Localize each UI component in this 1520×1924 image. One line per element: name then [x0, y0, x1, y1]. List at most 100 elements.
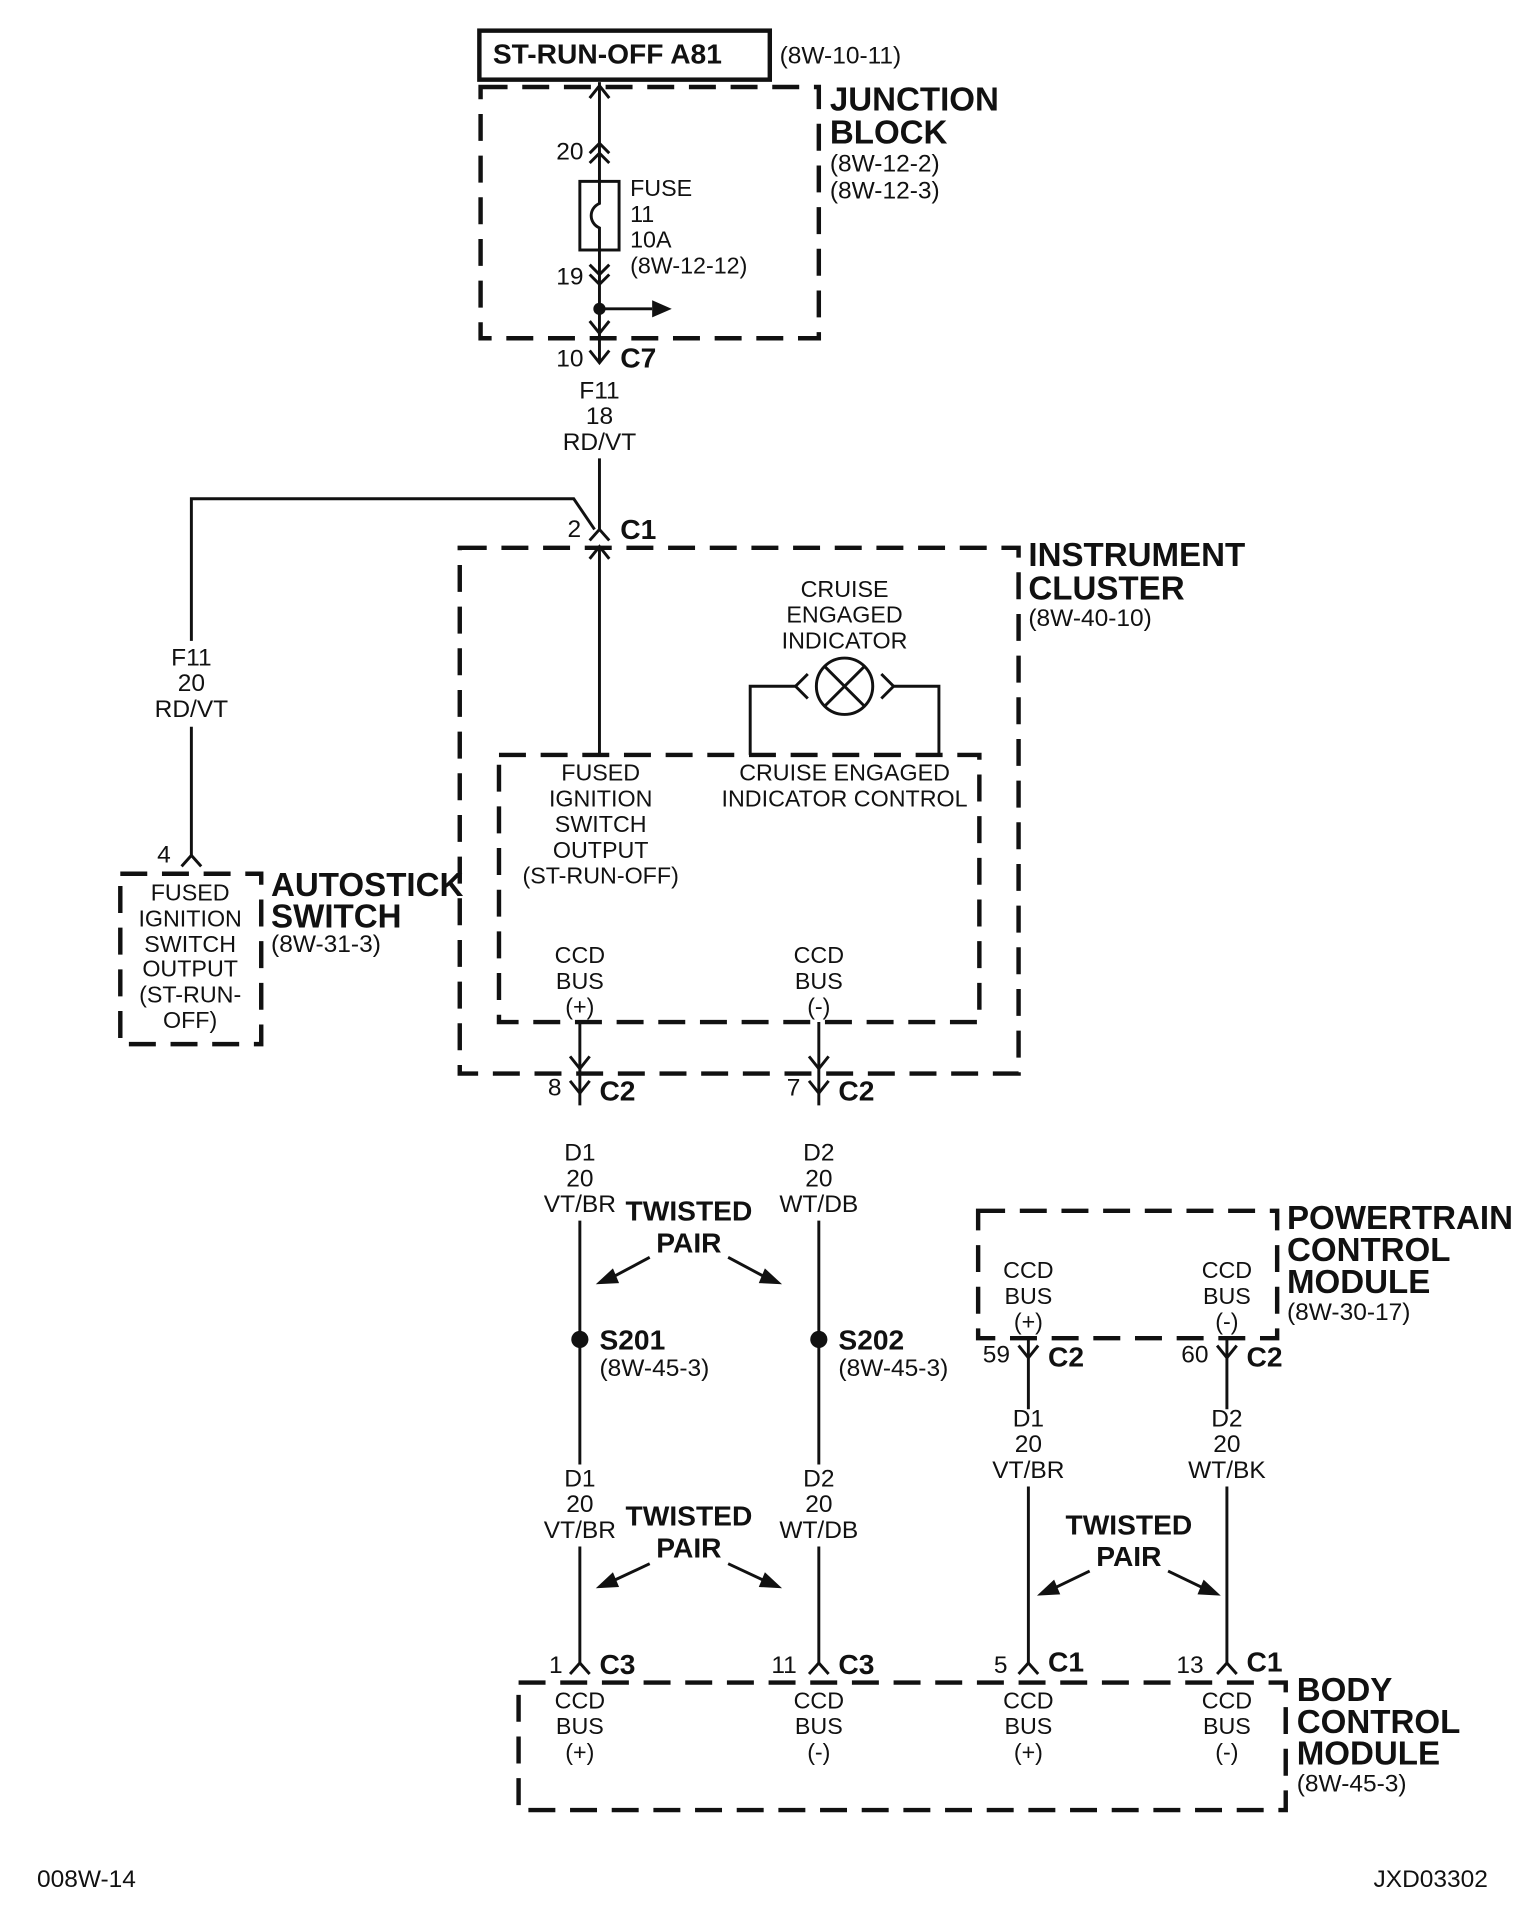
ic-control-line: INDICATOR CONTROL — [722, 785, 968, 811]
bcm-bus-line: (+) — [565, 1739, 594, 1765]
splice-s201-name: S201 — [599, 1323, 665, 1355]
bcm-ref: (8W-45-3) — [1297, 1771, 1407, 1798]
instrument-cluster-title: INSTRUMENT — [1028, 537, 1245, 574]
wire-pcm-d1-circuit: D1 — [1013, 1405, 1044, 1432]
footer-right-id: JXD03302 — [1374, 1866, 1488, 1893]
pcm-title-2: CONTROL — [1287, 1232, 1451, 1269]
pcm-bus-pos-line: BUS — [1004, 1283, 1052, 1309]
circuit-name: ST-RUN-OFF A81 — [493, 38, 722, 70]
autostick-line: FUSED — [151, 880, 230, 906]
fuse-icon — [578, 179, 621, 252]
pcm-bus-neg-line: CCD — [1202, 1257, 1252, 1283]
indicator-label: INDICATOR — [782, 627, 908, 653]
bcm-bus-line: (-) — [1215, 1739, 1238, 1765]
ic-fuse-out-line: OUTPUT — [553, 837, 649, 863]
c2-pcm-pos-pin: 59 — [983, 1342, 1010, 1369]
c2-pcm-pos-name: C2 — [1048, 1340, 1084, 1372]
ic-fuse-out-line: FUSED — [561, 760, 640, 786]
ic-fuse-out-line: IGNITION — [549, 785, 652, 811]
twisted-pair-label: PAIR — [656, 1226, 721, 1258]
fuse-pin-in: 20 — [556, 138, 583, 165]
pcm-ref: (8W-30-17) — [1287, 1299, 1410, 1326]
ic-bus-neg-line: CCD — [794, 942, 844, 968]
ic-bus-neg-line: (-) — [807, 994, 830, 1020]
twisted-pair-label: PAIR — [656, 1532, 721, 1564]
autostick-line: OFF) — [163, 1007, 217, 1033]
bcm-conn-name: C1 — [1247, 1646, 1283, 1678]
wire-left-color: RD/VT — [155, 696, 229, 723]
connector-c1-neg-icon — [1216, 1660, 1238, 1675]
bcm-conn-name: C1 — [1048, 1646, 1084, 1678]
wire-d2-upper-gauge: 20 — [805, 1165, 832, 1192]
circuit-ref: (8W-10-11) — [780, 43, 902, 70]
twisted-pair-label: TWISTED — [626, 1195, 753, 1227]
autostick-line: (ST-RUN- — [139, 981, 241, 1007]
c2-ic-pos-name: C2 — [599, 1074, 635, 1106]
wire-pcm-d2-color: WT/BK — [1188, 1457, 1266, 1484]
wire-top-gauge: 18 — [586, 403, 613, 430]
c2-pcm-neg-name: C2 — [1247, 1340, 1283, 1372]
bcm-bus-line: BUS — [795, 1713, 843, 1739]
pcm-bus-pos-line: (+) — [1014, 1309, 1043, 1335]
ic-control-line: CRUISE ENGAGED — [739, 760, 950, 786]
wire-pcm-d1-color: VT/BR — [992, 1457, 1064, 1484]
splice-s202-icon — [810, 1330, 828, 1349]
splice-s201-icon — [571, 1330, 589, 1349]
c2-pcm-neg-pin: 60 — [1181, 1342, 1208, 1369]
fuse-label: FUSE — [630, 175, 692, 201]
ic-bus-neg-line: BUS — [795, 968, 843, 994]
twisted-pair-label: PAIR — [1096, 1540, 1161, 1572]
fuse-pin-out: 19 — [556, 263, 583, 290]
bcm-bus-line: CCD — [1202, 1687, 1252, 1713]
bcm-conn-pin: 1 — [549, 1652, 563, 1679]
wire-left-circuit: F11 — [171, 644, 211, 671]
arrow-right-icon — [758, 1268, 783, 1285]
arrow-left-icon — [595, 1572, 620, 1589]
autostick-line: IGNITION — [138, 905, 241, 931]
fuse-rating: 10A — [630, 227, 672, 253]
bcm-conn-name: C3 — [599, 1648, 635, 1680]
wire-pcm-d1-gauge: 20 — [1015, 1431, 1042, 1458]
c2-ic-neg-name: C2 — [838, 1074, 874, 1106]
body-control-module: CCD BUS (+) CCD BUS (-) CCD BUS (+) CCD … — [516, 1680, 1288, 1813]
wire-top-circuit: F11 — [579, 377, 619, 404]
autostick-switch: FUSED IGNITION SWITCH OUTPUT (ST-RUN- OF… — [118, 871, 264, 1047]
connector-c2-pcm-neg-icon — [1215, 1344, 1238, 1361]
arrow-left-icon — [595, 1268, 620, 1285]
lamp-icon — [814, 656, 875, 716]
autostick-line: OUTPUT — [142, 956, 238, 982]
connector-c2-ic-neg-icon — [807, 1079, 830, 1096]
pcm-bus-neg-line: (-) — [1215, 1309, 1238, 1335]
autostick-ref: (8W-31-3) — [271, 931, 381, 958]
pcm-bus-neg-line: BUS — [1203, 1283, 1251, 1309]
wire-d2-lower-color: WT/DB — [779, 1517, 858, 1544]
arrow-right-icon — [652, 300, 672, 318]
c7-name: C7 — [620, 342, 656, 374]
autostick-line: SWITCH — [144, 931, 236, 957]
arrow-left-icon — [1036, 1579, 1061, 1596]
bcm-bus-line: (+) — [1014, 1739, 1043, 1765]
wire-d2-upper-circuit: D2 — [803, 1140, 834, 1167]
autostick-pin: 4 — [157, 842, 171, 869]
bcm-bus-line: BUS — [1203, 1713, 1251, 1739]
twisted-pair-label: TWISTED — [1065, 1508, 1192, 1540]
bcm-conn-name: C3 — [838, 1648, 874, 1680]
bcm-bus-line: CCD — [555, 1687, 605, 1713]
pin-19-icon — [588, 273, 611, 287]
ic-bus-pos-line: (+) — [565, 994, 594, 1020]
junction-block-ref: (8W-12-2) — [830, 151, 940, 178]
wire-left-gauge: 20 — [178, 670, 205, 697]
indicator-label: ENGAGED — [786, 602, 902, 628]
indicator-label: CRUISE — [801, 576, 889, 602]
junction-block: JUNCTION BLOCK (8W-12-2) (8W-12-3) — [478, 81, 999, 341]
bcm-bus-line: BUS — [1004, 1713, 1052, 1739]
footer-left-id: 008W-14 — [37, 1866, 136, 1893]
ic-bus-pos-line: CCD — [555, 942, 605, 968]
connector-c2-ic-pos-icon — [568, 1079, 591, 1096]
wire-pcm-d2-gauge: 20 — [1213, 1431, 1240, 1458]
connector-c3-neg-icon — [807, 1660, 830, 1675]
junction-block-title: JUNCTION — [830, 81, 999, 118]
autostick-connector-icon — [180, 853, 203, 868]
wire-d1-upper-circuit: D1 — [564, 1140, 595, 1167]
ic-bus-pos-line: BUS — [556, 968, 604, 994]
